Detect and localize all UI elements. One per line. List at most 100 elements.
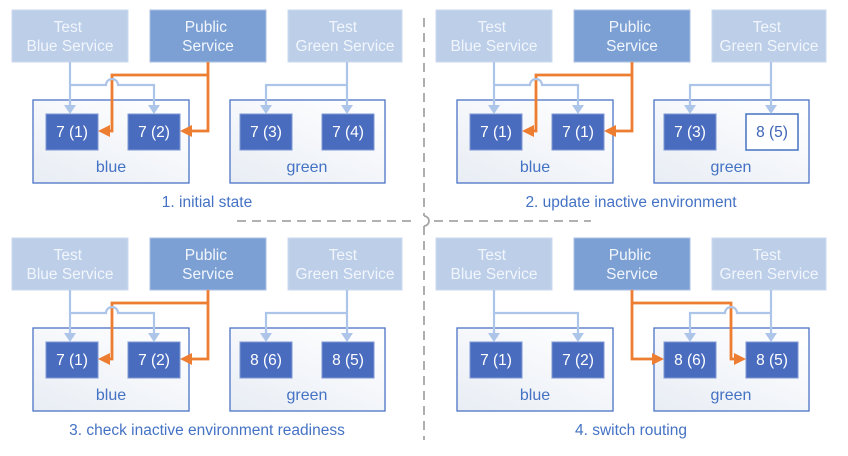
env-label-blue: blue [96,387,126,404]
arrowhead-down-icon [260,333,272,342]
env-label-blue: blue [520,159,550,176]
service-box-test-green [711,237,827,291]
instance-box-green-2 [745,341,799,379]
service-label-test-blue: Test Blue Service [26,19,113,55]
instance-box-blue-1 [45,341,99,379]
arrowhead-down-icon [64,333,76,342]
connector-line-with-hop [70,305,156,333]
public-route-arrows [630,290,746,365]
instance-box-blue-1 [469,113,523,151]
service-box-public [573,9,691,63]
env-label-blue: blue [520,387,550,404]
service-box-test-green [287,237,403,291]
instance-label: 7 (3) [674,124,706,141]
arrowhead-left-icon [522,125,534,137]
public-route-line [192,62,210,133]
public-route-arrows [98,62,210,137]
service-label-test-green: Test Green Service [719,19,818,55]
service-box-test-green [711,9,827,63]
divider-crossing-hop [423,215,430,227]
service-box-test-blue [435,237,553,291]
connector-test-green [260,62,353,114]
arrowhead-down-icon [684,105,696,114]
env-label-green: green [711,387,752,404]
arrowhead-down-icon [341,333,353,342]
instance-box-blue-2 [127,113,181,151]
connector-test-green [684,62,777,114]
service-label-public: Public Service [606,247,658,283]
public-route-line [616,62,634,133]
instance-label: 7 (2) [138,124,170,141]
env-label-green: green [287,387,328,404]
public-route-line [632,301,734,361]
arrowhead-left-icon [180,125,192,137]
arrowhead-right-icon [652,353,664,365]
arrowhead-left-icon [604,125,616,137]
connector-test-green [260,290,353,342]
connector-line [688,83,771,105]
arrowhead-down-icon [572,105,584,114]
service-label-test-green: Test Green Service [719,247,818,283]
service-box-test-blue [435,9,553,63]
arrowhead-down-icon [148,333,160,342]
connector-line-with-hop [494,77,580,105]
arrowhead-down-icon [572,333,584,342]
connector-test-blue [64,62,160,114]
quadrant-dividers [237,18,591,440]
step-3-check-readiness: Test Blue Service Public Service Test Gr… [11,237,403,439]
instance-label: 7 (2) [138,352,170,369]
instance-box-blue-1 [469,341,523,379]
connector-line [264,83,347,105]
service-label-test-blue: Test Blue Service [26,247,113,283]
arrowhead-down-icon [765,333,777,342]
instance-label: 8 (6) [674,352,706,369]
env-label-blue: blue [96,159,126,176]
connector-test-blue [64,290,160,342]
service-label-test-blue: Test Blue Service [450,19,537,55]
instance-label-updated: 8 (5) [756,124,788,141]
arrowhead-down-icon [260,105,272,114]
arrowhead-down-icon [765,105,777,114]
public-route-line [534,73,632,133]
service-box-public [149,9,267,63]
arrowhead-left-icon [180,353,192,365]
connector-line [264,311,347,333]
instance-label: 7 (3) [250,124,282,141]
service-box-test-green [287,9,403,63]
instance-box-green-2-updated [745,113,799,151]
service-box-test-blue [11,9,129,63]
instance-box-blue-2 [551,113,605,151]
public-route-arrows [522,62,634,137]
service-label-public: Public Service [606,19,658,55]
service-label-public: Public Service [182,247,234,283]
connector-line-with-hop [688,305,771,333]
arrowhead-left-icon [98,353,110,365]
step-caption: 4. switch routing [575,422,687,439]
step-caption: 1. initial state [162,194,252,211]
env-label-green: green [711,159,752,176]
arrowhead-down-icon [148,105,160,114]
arrowhead-left-icon [98,125,110,137]
env-label-green: green [287,159,328,176]
step-2-update-inactive-environment: Test Blue Service Public Service Test Gr… [435,9,827,211]
service-box-test-blue [11,237,129,291]
public-route-line [110,73,208,133]
service-label-test-blue: Test Blue Service [450,247,537,283]
instance-label: 8 (5) [756,352,788,369]
service-label-test-green: Test Green Service [295,19,394,55]
instance-box-green-1 [663,341,717,379]
instance-box-green-1 [239,341,293,379]
instance-box-green-2 [321,341,375,379]
instance-label: 7 (1) [480,124,512,141]
service-box-public [149,237,267,291]
public-route-line [192,290,210,361]
instance-box-green-1 [239,113,293,151]
step-1-initial-state: Test Blue Service Public Service Test Gr… [11,9,403,211]
instance-label: 7 (1) [56,352,88,369]
arrowhead-down-icon [488,333,500,342]
arrowhead-down-icon [684,333,696,342]
connector-test-blue [488,290,584,342]
instance-label: 7 (1) [56,124,88,141]
